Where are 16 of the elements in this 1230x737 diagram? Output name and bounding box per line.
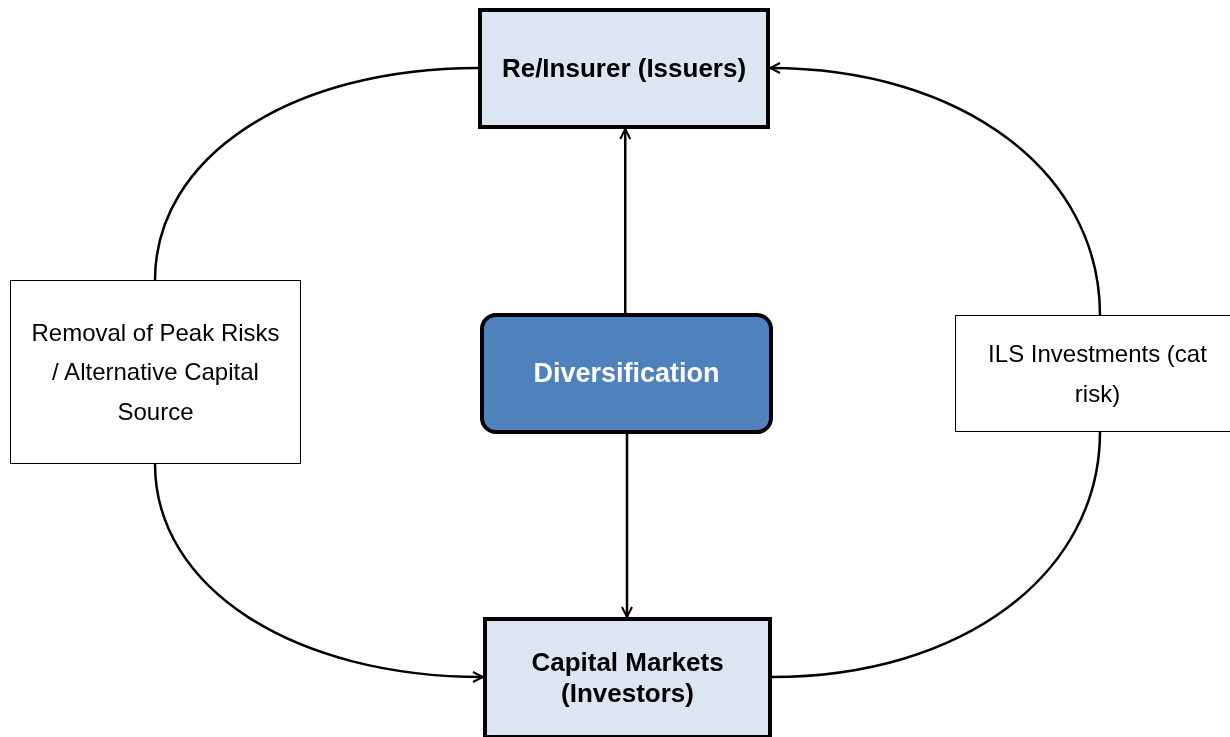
process-box: [483, 617, 772, 737]
arrow: [769, 62, 1102, 316]
process-box: [478, 8, 770, 129]
connector-line: [771, 431, 1102, 679]
node-label: Diversification: [533, 358, 720, 389]
text-box: [955, 315, 1230, 432]
arrow: [621, 434, 633, 618]
arrow: [619, 128, 632, 313]
node-label: Removal of Peak Risks / Alternative Capital Source: [30, 317, 281, 427]
node-label: Capital Markets (Investors): [530, 647, 725, 709]
node-label: ILS Investments (cat risk): [987, 338, 1208, 409]
connector-line: [153, 66, 479, 281]
node-label: Re/Insurer (Issuers): [501, 53, 747, 84]
arrow: [153, 463, 484, 683]
process-box: [480, 313, 773, 434]
text-box: [10, 280, 301, 464]
